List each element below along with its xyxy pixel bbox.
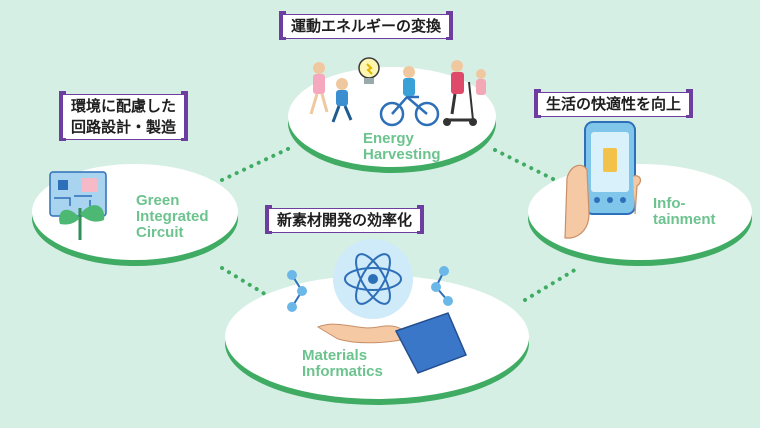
node-label: Info- tainment bbox=[653, 195, 716, 228]
node-green-integrated-circuit: Green Integrated Circuit bbox=[30, 160, 240, 270]
node-label: Energy Harvesting bbox=[363, 130, 441, 163]
connector-energy-info bbox=[493, 148, 557, 182]
caption-info: 生活の快適性を向上 bbox=[533, 89, 694, 118]
people-exercising-icon bbox=[309, 57, 486, 127]
caption-line: 環境に配慮した bbox=[71, 97, 177, 115]
node-energy-harvesting: Energy Harvesting bbox=[285, 57, 500, 177]
node-label: Green Integrated Circuit bbox=[136, 192, 209, 241]
caption-line: 回路設計・製造 bbox=[71, 118, 177, 136]
node-label: Materials Informatics bbox=[302, 347, 383, 380]
smartphone-in-hand-icon bbox=[564, 121, 642, 239]
caption-energy: 運動エネルギーの変換 bbox=[278, 11, 454, 40]
connector-materials-info bbox=[523, 266, 580, 302]
atom-molecule-icon bbox=[287, 239, 467, 374]
connector-green-materials bbox=[220, 266, 280, 304]
circuit-plant-icon bbox=[49, 171, 107, 240]
caption-materials: 新素材開発の効率化 bbox=[264, 205, 425, 234]
caption-green: 環境に配慮した 回路設計・製造 bbox=[58, 91, 189, 141]
